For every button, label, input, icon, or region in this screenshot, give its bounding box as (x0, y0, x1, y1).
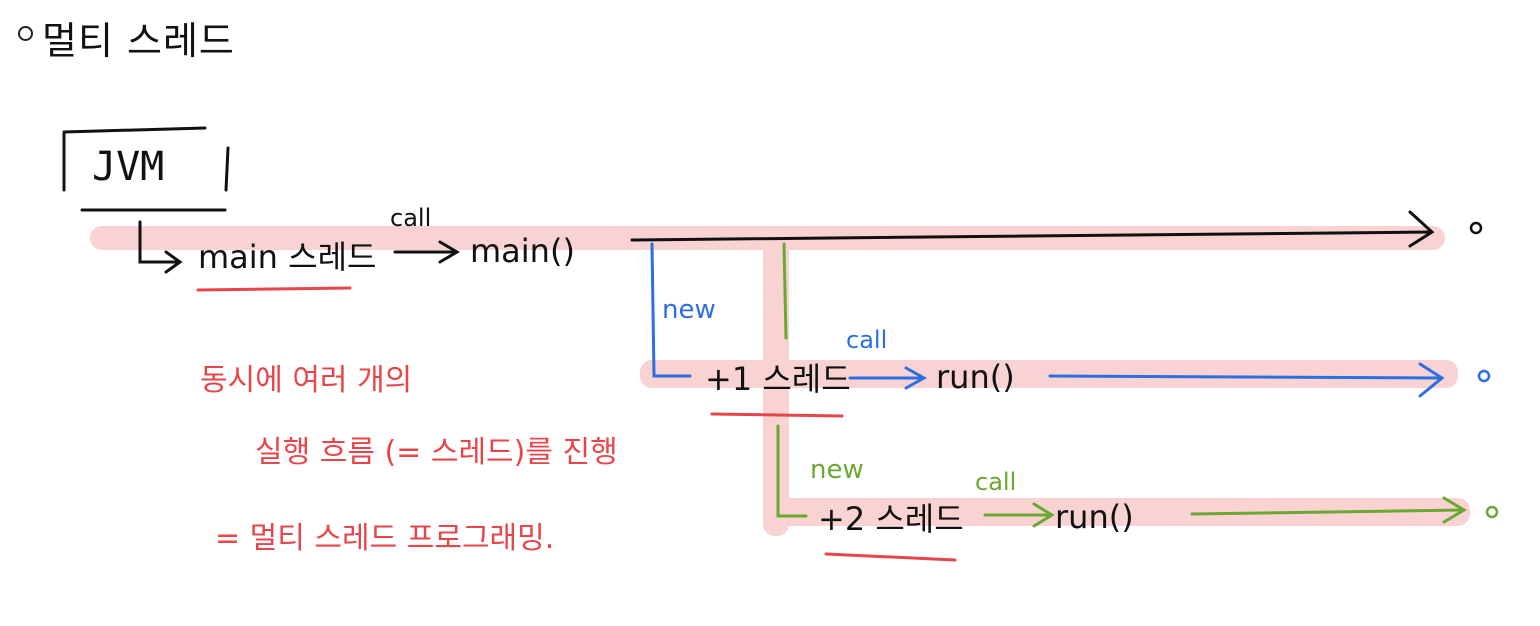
thread2-branch (776, 424, 808, 518)
highlight-thread1 (640, 360, 1458, 388)
main-timeline (630, 210, 1435, 248)
jvm-box (62, 126, 230, 212)
thread1-run-label: run() (936, 358, 1015, 396)
note-line-2: 실행 흐름 (= 스레드)를 진행 (255, 435, 618, 470)
jvm-to-main-arrow (138, 220, 183, 274)
thread1-call-arrow (848, 366, 928, 390)
thread1-label: +1 스레드 (705, 360, 851, 398)
thread2-underline (824, 552, 957, 562)
main-call-arrow (393, 240, 460, 264)
highlight-thread2 (765, 498, 1470, 526)
main-thread-underline (196, 286, 352, 292)
green-branch-upper (782, 242, 788, 340)
thread1-underline (710, 412, 844, 418)
thread2-call-label: call (975, 468, 1016, 496)
title-bullet-icon (18, 26, 33, 41)
thread2-timeline (1190, 496, 1467, 524)
thread1-branch (650, 242, 692, 378)
new-label-2: new (810, 455, 864, 485)
thread1-call-label: call (846, 326, 887, 354)
jvm-label: JVM (92, 144, 164, 190)
page-title: 멀티 스레드 (42, 19, 235, 63)
thread1-timeline (1048, 362, 1445, 398)
thread1-end-icon (1477, 369, 1491, 383)
thread2-call-arrow (983, 502, 1055, 528)
note-line-3: = 멀티 스레드 프로그래밍. (215, 521, 554, 556)
main-end-icon (1469, 221, 1483, 235)
main-call-label: call (390, 204, 431, 232)
highlight-vertical (763, 236, 789, 536)
main-method-label: main() (470, 232, 575, 270)
new-label-1: new (662, 295, 716, 325)
note-line-1: 동시에 여러 개의 (200, 363, 412, 398)
thread2-end-icon (1485, 505, 1499, 519)
thread2-run-label: run() (1055, 498, 1134, 536)
thread2-label: +2 스레드 (818, 500, 964, 538)
main-thread-label: main 스레드 (198, 238, 376, 276)
